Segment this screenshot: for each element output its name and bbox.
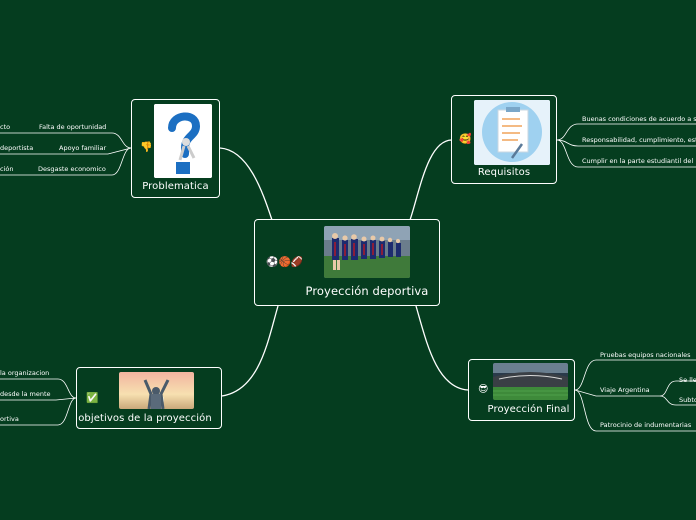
sports-balls-icon: ⚽🏀🏈 [266, 257, 303, 269]
football-team-image [324, 226, 410, 278]
leaf-pruebas-equipos[interactable]: Pruebas equipos nacionales [600, 351, 691, 359]
checklist-document-image [474, 100, 550, 165]
topic-requisitos-title: Requisitos [452, 167, 556, 178]
topic-proyeccion-final-title: Proyección Final [483, 404, 574, 415]
leaf-patrocinio[interactable]: Patrocinio de indumentarias [600, 421, 691, 429]
topic-objetivos[interactable]: ✅ objetivos de la proyección [76, 367, 222, 429]
topic-requisitos[interactable]: 🥰 Requisitos [451, 95, 557, 184]
sunset-celebration-image [119, 372, 194, 409]
leaf-desde-la-mente[interactable]: desde la mente [0, 390, 51, 398]
leaf-apoyo-familiar[interactable]: Apoyo familiar [59, 144, 106, 152]
leaf-viaje-argentina-child-2[interactable]: Subto [679, 396, 696, 404]
question-mark-figure-image [154, 104, 212, 178]
topic-problematica[interactable]: 👎 Problematica [131, 99, 220, 198]
leaf-desgaste-economico-child[interactable]: ción [0, 165, 13, 173]
leaf-cumplir-estudiantil[interactable]: Cumplir en la parte estudiantil del [582, 157, 693, 165]
leaf-responsabilidad[interactable]: Responsabilidad, cumplimiento, est [582, 136, 696, 144]
topic-proyeccion-final[interactable]: 😎 Proyección Final [468, 359, 575, 421]
central-topic[interactable]: ⚽🏀🏈 Proyección depor [254, 219, 440, 306]
sunglasses-face-icon: 😎 [478, 384, 488, 396]
leaf-falta-de-oportunidad-child[interactable]: cto [0, 123, 10, 131]
leaf-apoyo-familiar-child[interactable]: deportista [0, 144, 33, 152]
leaf-buenas-condiciones[interactable]: Buenas condiciones de acuerdo a s [582, 115, 696, 123]
check-mark-icon: ✅ [86, 393, 98, 405]
topic-problematica-title: Problematica [132, 181, 219, 192]
leaf-viaje-argentina[interactable]: Viaje Argentina [600, 386, 650, 394]
stadium-image [493, 363, 568, 400]
topic-objetivos-title: objetivos de la proyección [69, 413, 221, 424]
leaf-deportiva[interactable]: ortiva [0, 415, 19, 423]
leaf-la-organizacion[interactable]: la organizacion [0, 369, 49, 377]
leaf-falta-de-oportunidad[interactable]: Falta de oportunidad [39, 123, 106, 131]
leaf-desgaste-economico[interactable]: Desgaste economico [38, 165, 106, 173]
smiling-hearts-icon: 🥰 [459, 134, 471, 146]
thumbs-down-icon: 👎 [140, 142, 152, 154]
central-topic-title: Proyección deportiva [295, 284, 439, 298]
leaf-viaje-argentina-child-1[interactable]: Se lle [679, 376, 696, 384]
